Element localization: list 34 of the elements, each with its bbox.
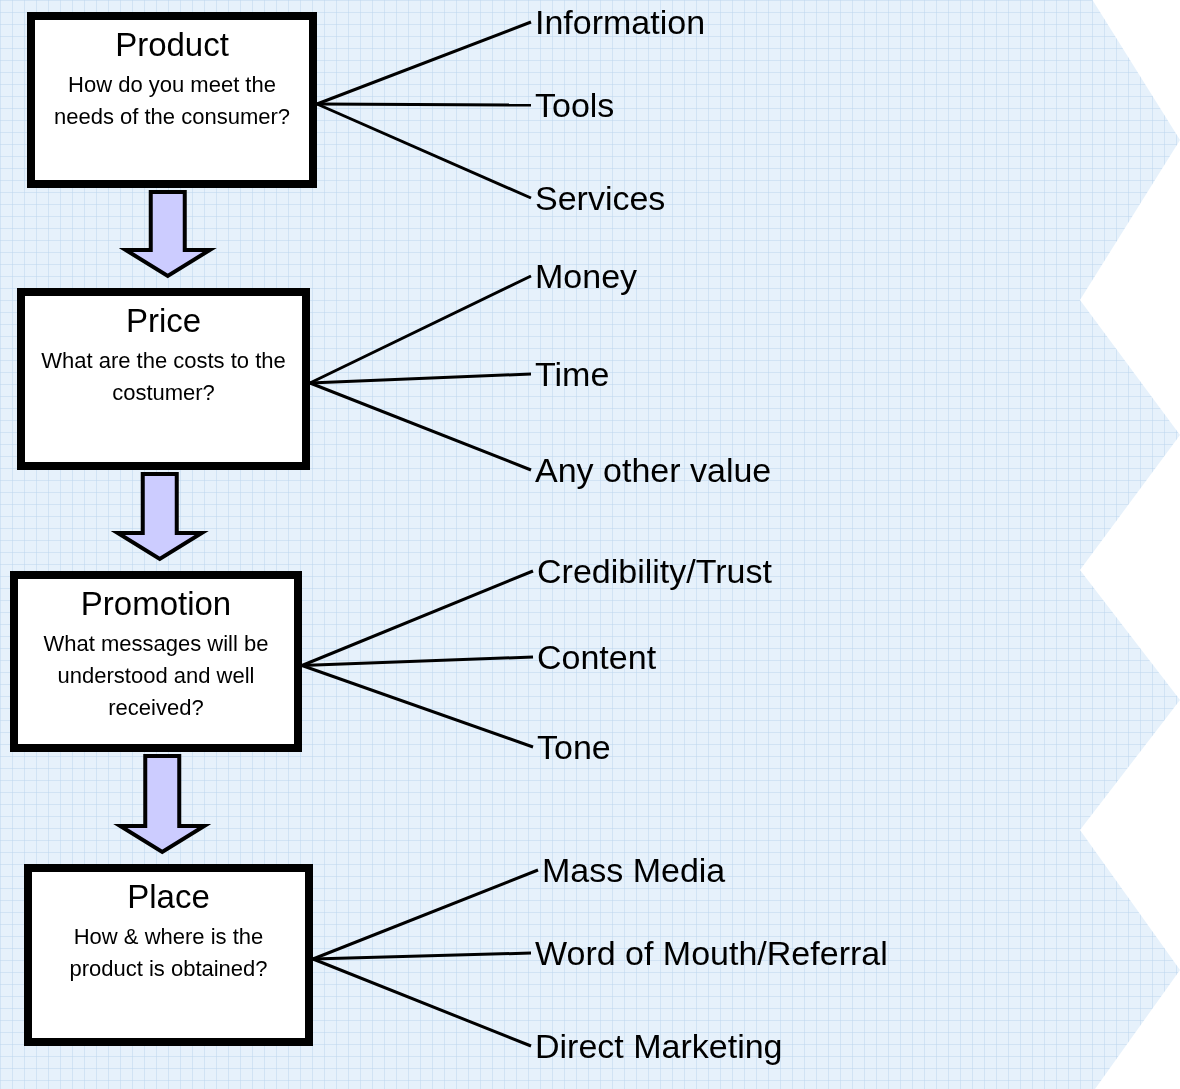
block-arrow [110, 472, 209, 562]
step-question: How do you meet the needs of the consumer? [52, 71, 291, 132]
factor-label: Word of Mouth/Referral [535, 933, 888, 973]
connector-line [316, 20, 532, 106]
factor-label: Tone [537, 727, 611, 767]
factor-label: Tools [535, 85, 615, 125]
step-question: What are the costs to the costumer? [40, 347, 287, 408]
connector-line [317, 102, 531, 107]
step-title: Product [115, 25, 229, 65]
step-box [27, 12, 317, 188]
factor-label: Mass Media [542, 850, 726, 890]
step-title: Promotion [80, 584, 232, 624]
connector-line [309, 381, 532, 472]
step-box [17, 288, 310, 470]
step-box [10, 571, 302, 752]
factor-label: Direct Marketing [535, 1026, 783, 1066]
connector-line [316, 102, 532, 200]
factor-label: Information [535, 2, 706, 42]
step-question: What messages will be understood and well received? [42, 630, 270, 723]
block-arrow [118, 190, 217, 279]
connector-line [301, 569, 534, 667]
step-question: How & where is the product is obtained? [68, 923, 269, 984]
factor-label: Credibility/Trust [537, 551, 772, 591]
step-title: Price [125, 301, 202, 341]
factor-label: Any other value [535, 450, 772, 490]
step-box [24, 864, 313, 1046]
connector-line [301, 664, 534, 749]
connector-line [312, 957, 532, 1048]
factor-label: Content [537, 637, 657, 677]
factor-label: Time [535, 354, 610, 394]
step-title: Place [127, 877, 210, 917]
factor-label: Money [535, 256, 638, 296]
factor-label: Services [535, 178, 666, 218]
block-arrow [113, 754, 212, 855]
